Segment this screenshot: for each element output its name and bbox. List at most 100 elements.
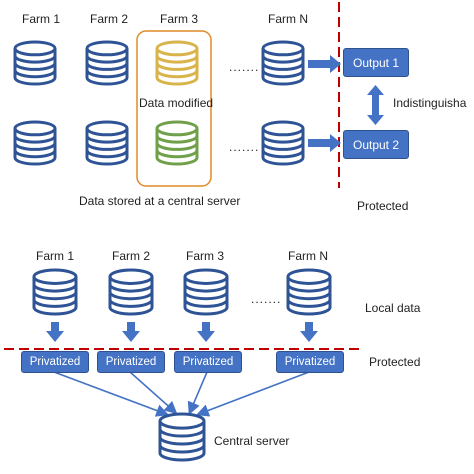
db-top-farmn-row2-top bbox=[261, 120, 305, 137]
bottom-farm-2-label: Farm 2 bbox=[112, 249, 151, 263]
db-top-farm3-row1-band bbox=[155, 55, 199, 64]
indistinguishable-arrow-shaft bbox=[372, 94, 379, 116]
db-bottom-farm3-top bbox=[183, 268, 229, 285]
db-top-farm2-row2-top bbox=[85, 120, 129, 137]
db-top-farm2-row1-band bbox=[85, 55, 129, 64]
down-arrow-head bbox=[300, 331, 318, 342]
down-arrow-head bbox=[197, 331, 215, 342]
privatized-to-server-lines bbox=[53, 371, 310, 417]
privatized-label-3: Privatized bbox=[182, 356, 234, 368]
db-top-farm2-row2-band bbox=[85, 142, 129, 151]
db-top-farm3-row2-top bbox=[155, 120, 199, 137]
privatized-label-2: Privatized bbox=[105, 356, 157, 368]
top-output-arrows bbox=[308, 55, 384, 152]
top-protected-label: Protected bbox=[357, 199, 409, 213]
database-icons bbox=[13, 40, 332, 462]
privatized-label-1: Privatized bbox=[29, 356, 81, 368]
db-bottom-farm1-band bbox=[32, 283, 78, 293]
privatized-box-1: Privatized bbox=[21, 351, 89, 373]
output-2-box: Output 2 bbox=[343, 130, 409, 159]
local-to-privatized-arrows bbox=[46, 322, 318, 342]
db-bottom-farmn-band bbox=[286, 299, 332, 308]
db-top-farm3-row1-band bbox=[155, 69, 199, 79]
indistinguishable-arrow-head-up bbox=[367, 85, 384, 95]
central-storage-caption: Data stored at a central server bbox=[79, 194, 241, 208]
db-top-farmn-row1-top bbox=[261, 40, 305, 57]
db-central-server-top bbox=[158, 412, 206, 430]
down-arrow-head bbox=[122, 331, 140, 342]
db-bottom-farm1-band bbox=[32, 299, 78, 308]
bottom-protected-label: Protected bbox=[369, 355, 421, 369]
db-top-farm3-row2-icon bbox=[155, 120, 199, 166]
central-server-label: Central server bbox=[214, 434, 290, 448]
down-arrow-4 bbox=[300, 322, 318, 342]
privatized-label-n: Privatized bbox=[284, 356, 336, 368]
top-ellipsis-row1: ....... bbox=[229, 60, 260, 74]
db-top-farm3-row2-band bbox=[155, 149, 199, 159]
local-data-label: Local data bbox=[365, 301, 421, 315]
arrow-to-output2-shaft bbox=[308, 139, 330, 147]
db-top-farm3-row1-top bbox=[155, 40, 199, 57]
db-top-farm1-row1-band bbox=[13, 62, 57, 71]
db-bottom-farmn-band bbox=[286, 291, 332, 301]
bottom-farm-1-label: Farm 1 bbox=[36, 249, 75, 263]
down-arrow-shaft bbox=[127, 322, 135, 332]
db-bottom-farmn-icon bbox=[286, 268, 332, 316]
db-top-farm1-row1-band bbox=[13, 69, 57, 79]
db-bottom-farm3-icon bbox=[183, 268, 229, 316]
indistinguishable-arrow-head-down bbox=[367, 115, 384, 125]
db-top-farm1-row2-band bbox=[13, 149, 57, 159]
db-top-farm3-row1-icon bbox=[155, 40, 199, 86]
down-arrow-1 bbox=[46, 322, 64, 342]
db-top-farm1-row1-band bbox=[13, 55, 57, 64]
db-bottom-farm2-icon bbox=[108, 268, 154, 316]
server-line-3 bbox=[187, 371, 208, 415]
db-bottom-farm2-top bbox=[108, 268, 154, 285]
db-top-farmn-row1-band bbox=[261, 62, 305, 71]
db-top-farm2-row1-band bbox=[85, 69, 129, 79]
db-bottom-farm1-top bbox=[32, 268, 78, 285]
db-top-farm2-row2-icon bbox=[85, 120, 129, 166]
db-bottom-farmn-top bbox=[286, 268, 332, 285]
db-top-farmn-row2-band bbox=[261, 149, 305, 159]
db-top-farmn-row1-band bbox=[261, 55, 305, 64]
db-top-farmn-row2-band bbox=[261, 142, 305, 151]
db-central-server-band bbox=[158, 436, 206, 446]
indistinguishable-label: Indistinguisha bbox=[393, 96, 467, 110]
db-top-farm2-row2-band bbox=[85, 149, 129, 159]
db-top-farm1-row2-icon bbox=[13, 120, 57, 166]
db-bottom-farm2-band bbox=[108, 299, 154, 308]
db-bottom-farmn-band bbox=[286, 283, 332, 293]
db-bottom-farm3-band bbox=[183, 291, 229, 301]
db-top-farm1-row2-band bbox=[13, 135, 57, 144]
db-top-farm3-row2-band bbox=[155, 135, 199, 144]
privatized-box-3: Privatized bbox=[174, 351, 242, 373]
farm3-highlight-box bbox=[136, 30, 212, 187]
arrow-to-output2-head bbox=[330, 134, 341, 152]
db-top-farm2-row1-band bbox=[85, 62, 129, 71]
db-top-farm2-row2-band bbox=[85, 135, 129, 144]
down-arrow-shaft bbox=[51, 322, 59, 332]
db-top-farm2-row1-top bbox=[85, 40, 129, 57]
down-arrow-head bbox=[46, 331, 64, 342]
db-bottom-farm1-icon bbox=[32, 268, 78, 316]
db-central-server-band bbox=[158, 428, 206, 438]
down-arrow-shaft bbox=[202, 322, 210, 332]
down-arrow-shaft bbox=[305, 322, 313, 332]
db-bottom-farm3-band bbox=[183, 299, 229, 308]
db-top-farmn-row1-icon bbox=[261, 40, 305, 86]
top-ellipsis-row2: ....... bbox=[229, 140, 260, 154]
data-modified-label: Data modified bbox=[139, 96, 214, 110]
db-top-farm1-row1-icon bbox=[13, 40, 57, 86]
db-top-farm1-row2-top bbox=[13, 120, 57, 137]
db-top-farm3-row2-band bbox=[155, 142, 199, 151]
db-central-server-band bbox=[158, 444, 206, 454]
server-line-2 bbox=[129, 371, 178, 415]
server-line-4 bbox=[196, 371, 310, 417]
down-arrow-3 bbox=[197, 322, 215, 342]
db-bottom-farm2-band bbox=[108, 291, 154, 301]
bottom-farm-3-label: Farm 3 bbox=[186, 249, 225, 263]
db-top-farmn-row2-icon bbox=[261, 120, 305, 166]
